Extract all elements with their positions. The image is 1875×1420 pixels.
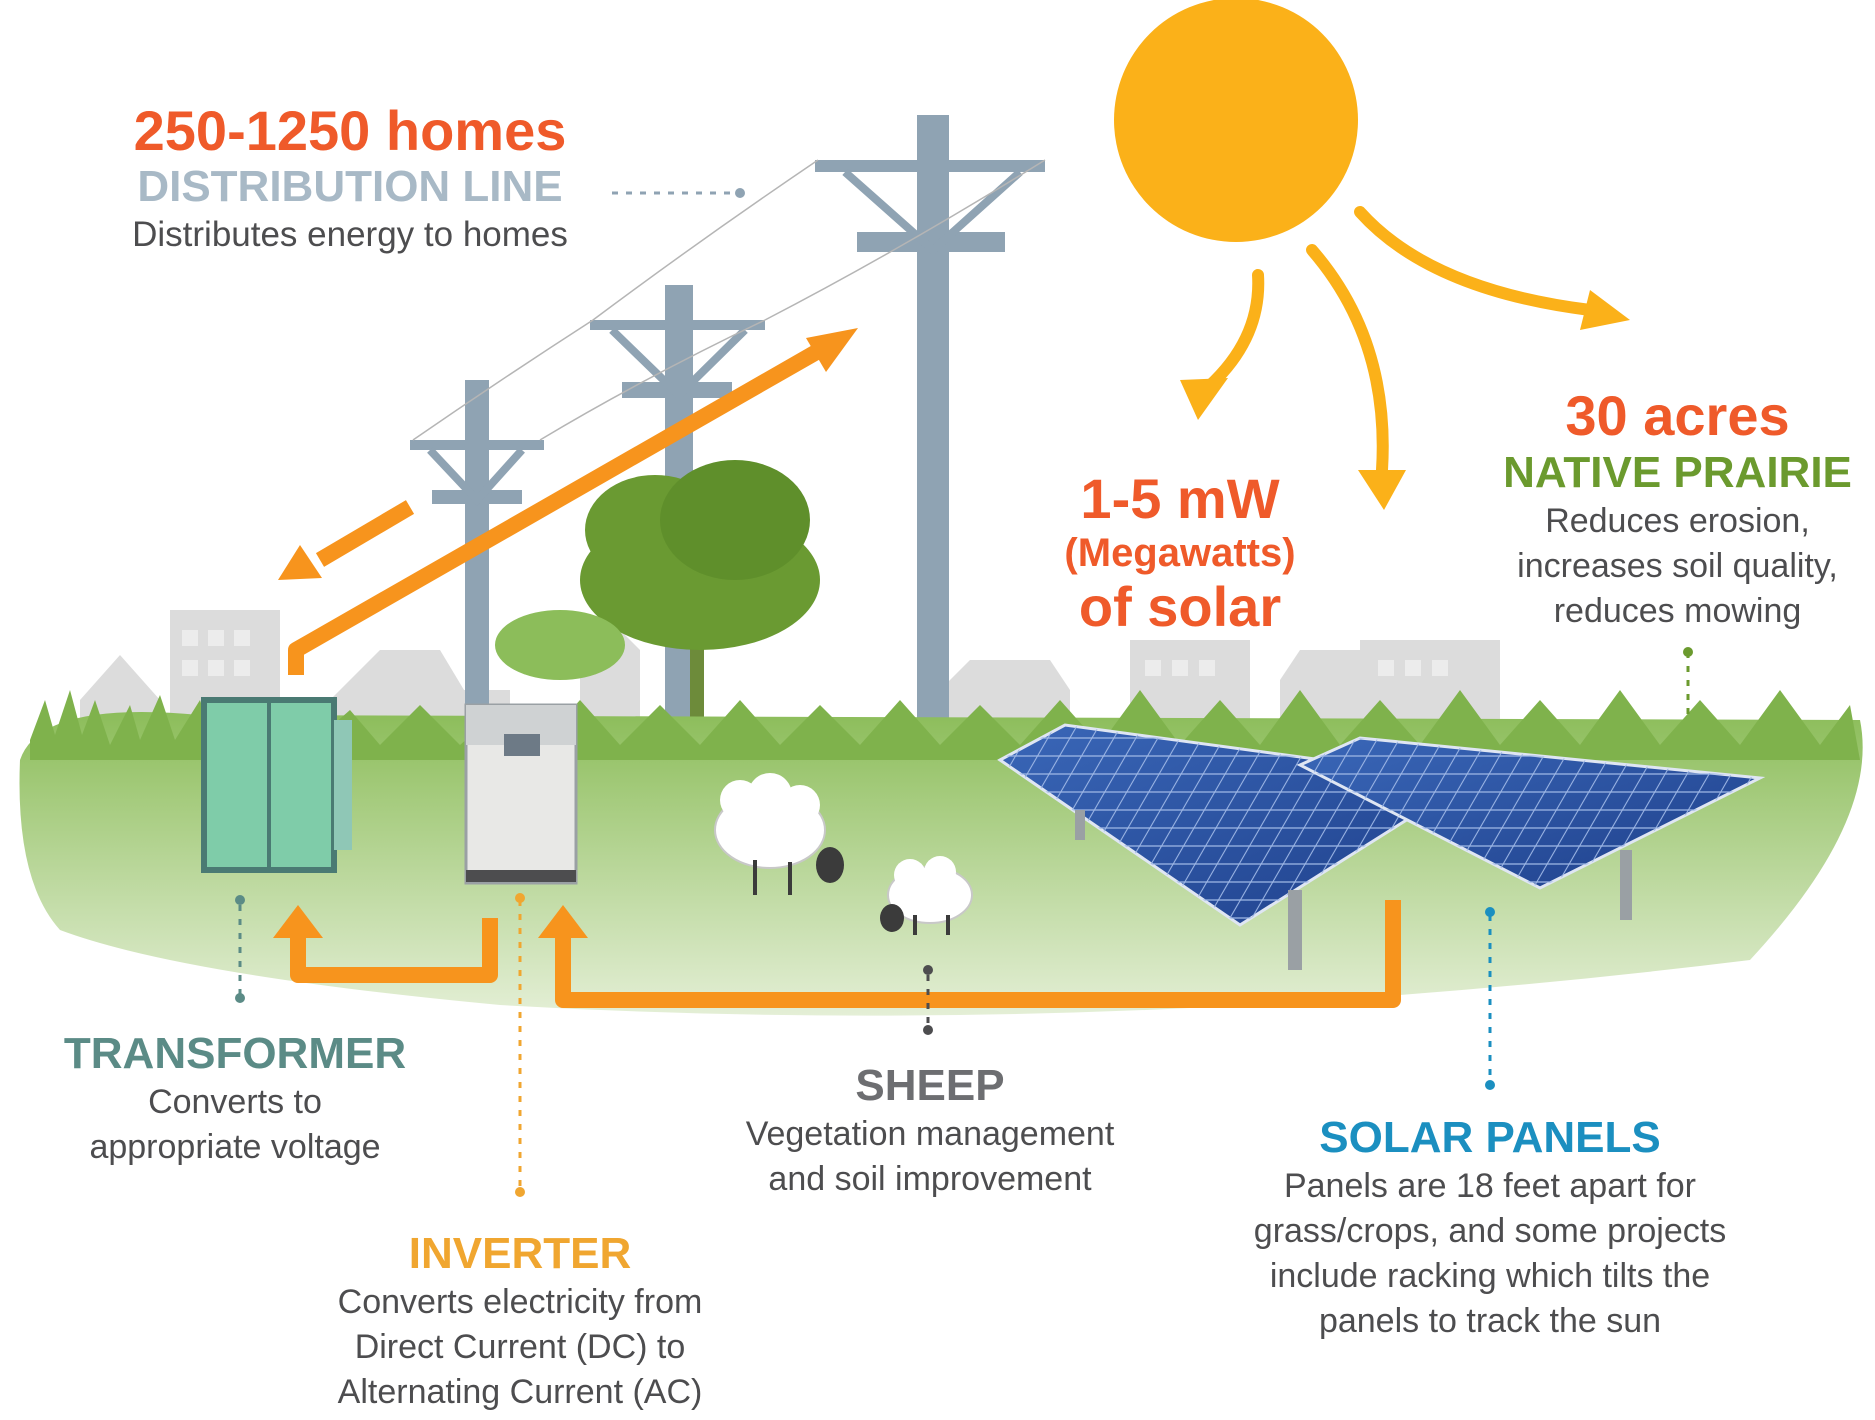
building-windows xyxy=(182,630,1448,676)
inverter-desc-line-3: Alternating Current (AC) xyxy=(337,1373,703,1411)
solar-panels-desc-line-2: grass/crops, and some projects xyxy=(1253,1212,1727,1250)
solar-panels-desc-line-1: Panels are 18 feet apart for xyxy=(1283,1167,1697,1205)
transformer-desc-line-2: appropriate voltage xyxy=(89,1128,381,1166)
sun-ray-arrowheads xyxy=(1180,290,1630,510)
energy-flow-arrows xyxy=(288,343,1401,1008)
solar-panels-heading: SOLAR PANELS xyxy=(1319,1113,1661,1162)
distribution-line-heading: DISTRIBUTION LINE xyxy=(137,162,563,211)
energy-flow-arrowheads xyxy=(273,328,858,938)
solar-output-callout: 1-5 mW (Megawatts) of solar xyxy=(1010,468,1350,638)
power-wires xyxy=(412,159,1046,441)
utility-poles xyxy=(410,115,1045,735)
sheep-desc-line-2: and soil improvement xyxy=(768,1160,1092,1198)
sheep-icon xyxy=(714,773,973,935)
sheep-desc-line-1: Vegetation management xyxy=(745,1115,1115,1153)
inverter-desc-line-2: Direct Current (DC) to xyxy=(354,1328,686,1366)
sheep-heading: SHEEP xyxy=(855,1061,1005,1110)
leader-lines xyxy=(238,191,1690,1190)
distribution-homes-stat: 250-1250 homes xyxy=(133,99,567,162)
transformer-callout: TRANSFORMER Converts to appropriate volt… xyxy=(20,1028,450,1170)
transformer-cabinet xyxy=(201,697,352,873)
prairie-desc-line-1: Reduces erosion, xyxy=(1545,502,1810,540)
prairie-acres-stat: 30 acres xyxy=(1565,384,1790,447)
pole-braces xyxy=(427,169,1023,506)
solar-output-value: 1-5 mW xyxy=(1080,467,1280,530)
solar-panel-array xyxy=(997,723,1766,970)
inverter-callout: INVERTER Converts electricity from Direc… xyxy=(290,1228,750,1415)
prairie-desc-line-3: reduces mowing xyxy=(1553,592,1802,630)
solar-panels-desc-line-3: include racking which tilts the xyxy=(1269,1257,1711,1295)
native-prairie-heading: NATIVE PRAIRIE xyxy=(1503,448,1852,497)
sheep-callout: SHEEP Vegetation management and soil imp… xyxy=(680,1060,1180,1202)
distribution-line-callout: 250-1250 homes DISTRIBUTION LINE Distrib… xyxy=(80,100,620,257)
solar-panels-callout: SOLAR PANELS Panels are 18 feet apart fo… xyxy=(1190,1112,1790,1344)
native-prairie-callout: 30 acres NATIVE PRAIRIE Reduces erosion,… xyxy=(1480,385,1875,634)
inverter-cabinet xyxy=(464,703,578,885)
solar-panels-desc-line-4: panels to track the sun xyxy=(1318,1302,1662,1340)
leader-dots xyxy=(235,188,1693,1197)
inverter-desc-line-1: Converts electricity from xyxy=(337,1283,703,1321)
distribution-line-description: Distributes energy to homes xyxy=(132,215,568,254)
inverter-heading: INVERTER xyxy=(408,1229,632,1278)
solar-output-suffix: of solar xyxy=(1078,575,1282,638)
sun-icon xyxy=(1114,0,1358,242)
transformer-desc-line-1: Converts to xyxy=(148,1083,322,1121)
tree-illustration xyxy=(495,460,820,730)
solar-output-unit: (Megawatts) xyxy=(1064,531,1296,575)
prairie-desc-line-2: increases soil quality, xyxy=(1517,547,1838,585)
transformer-heading: TRANSFORMER xyxy=(63,1029,407,1078)
